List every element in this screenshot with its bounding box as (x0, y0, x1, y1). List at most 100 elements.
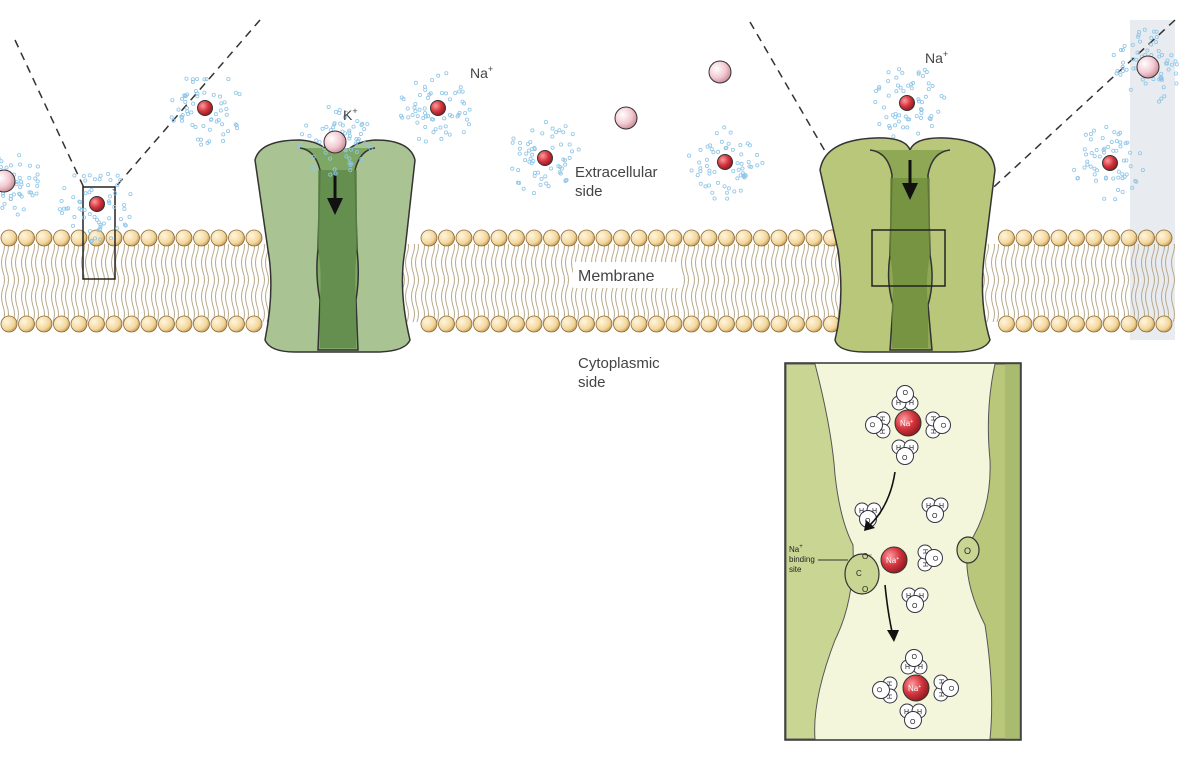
lipid-head (228, 229, 245, 247)
svg-text:O: O (912, 603, 918, 610)
lipid-head (105, 229, 123, 247)
lipid-head (1015, 229, 1033, 247)
lipid-head (998, 229, 1015, 247)
lipid-head (438, 229, 455, 247)
lipid-head (665, 315, 683, 333)
svg-text:H: H (872, 508, 877, 515)
lipid-head (1103, 315, 1120, 333)
right-oxygen-site (956, 536, 980, 564)
svg-text:H: H (906, 593, 911, 600)
lipid-head (648, 315, 665, 333)
svg-text:H: H (923, 562, 930, 567)
lipid-head (508, 229, 525, 247)
lipid-head (998, 315, 1015, 333)
water-molecule: H HO (901, 587, 929, 613)
inset-sodium-ion: Na+ (902, 674, 930, 702)
svg-text:Na+: Na+ (886, 556, 899, 565)
lipid-head (88, 315, 105, 333)
potassium-ion (1111, 27, 1179, 104)
lipid-head (543, 229, 560, 247)
lipid-head (1015, 315, 1033, 333)
lipid-head (123, 315, 140, 333)
lipid-head (490, 315, 508, 333)
lipid-head (473, 229, 490, 247)
svg-text:O: O (933, 555, 940, 561)
water-molecule: HHO (933, 674, 959, 702)
lipid-head (630, 229, 648, 247)
lipid-head (595, 315, 613, 333)
lipid-head (1103, 229, 1120, 247)
lipid-head (788, 315, 805, 333)
lipid-head (1138, 229, 1155, 247)
lipid-head (245, 315, 263, 333)
svg-text:H: H (885, 694, 892, 699)
lipid-head (508, 315, 525, 333)
svg-text:H: H (939, 503, 944, 510)
lipid-head (18, 229, 35, 247)
lipid-head (560, 229, 578, 247)
lipid-head (718, 229, 735, 247)
lipid-head (1068, 229, 1085, 247)
inset-sodium-ion: Na+ (880, 546, 908, 574)
zoom-lines (14, 19, 1176, 233)
lipid-head (1033, 315, 1050, 333)
potassium-ion (708, 60, 732, 84)
water-molecule: HHO (917, 544, 943, 572)
inset-arrow-1 (869, 471, 896, 526)
membrane-label-bg (573, 262, 679, 288)
sodium-ion (687, 125, 765, 201)
lipid-head (525, 229, 543, 247)
svg-text:H: H (896, 398, 901, 405)
lipid-head (438, 315, 455, 333)
svg-text:Na+: Na+ (908, 684, 921, 693)
lipid-head (420, 229, 438, 247)
svg-text:O: O (941, 422, 948, 428)
sodium-ion (873, 67, 947, 139)
lipid-head (473, 315, 490, 333)
lipid-head (805, 229, 823, 247)
lipid-head (718, 315, 735, 333)
svg-text:H: H (917, 709, 922, 716)
lipid-head (805, 315, 823, 333)
lipid-head (158, 229, 175, 247)
lipid-head (1120, 315, 1138, 333)
lipid-head (1155, 315, 1173, 333)
lipid-head (613, 229, 630, 247)
lipid-head (683, 229, 700, 247)
lipid-head (0, 229, 18, 247)
sodium-ion (57, 172, 133, 244)
lipid-head (770, 229, 788, 247)
lipid-head (53, 315, 70, 333)
lipid-head (1068, 315, 1085, 333)
lipid-head (193, 315, 210, 333)
lipid-head (753, 229, 770, 247)
lipid-head (595, 229, 613, 247)
svg-text:O: O (902, 388, 908, 395)
cytoplasmic-label: Cytoplasmic side (578, 355, 664, 391)
lipid-head (18, 315, 35, 333)
lipid-head (1085, 315, 1103, 333)
svg-text:H: H (931, 429, 938, 434)
left-zoom-box (82, 186, 116, 280)
lipid-head (1085, 229, 1103, 247)
lipid-head (630, 315, 648, 333)
lipid-head (1155, 229, 1173, 247)
svg-text:O: O (902, 455, 908, 462)
svg-text:O⁻: O⁻ (862, 552, 872, 561)
lipid-head (455, 229, 473, 247)
membrane-label: Membrane (578, 268, 655, 285)
lipid-head (613, 315, 630, 333)
inset-sodium-ion: Na+ (894, 409, 922, 437)
svg-text:H: H (931, 416, 938, 421)
lipid-head (560, 315, 578, 333)
lipid-head (788, 229, 805, 247)
svg-text:H: H (919, 593, 924, 600)
svg-text:O: O (862, 585, 868, 594)
sodium-ion (399, 71, 472, 144)
lipid-head (1050, 229, 1068, 247)
